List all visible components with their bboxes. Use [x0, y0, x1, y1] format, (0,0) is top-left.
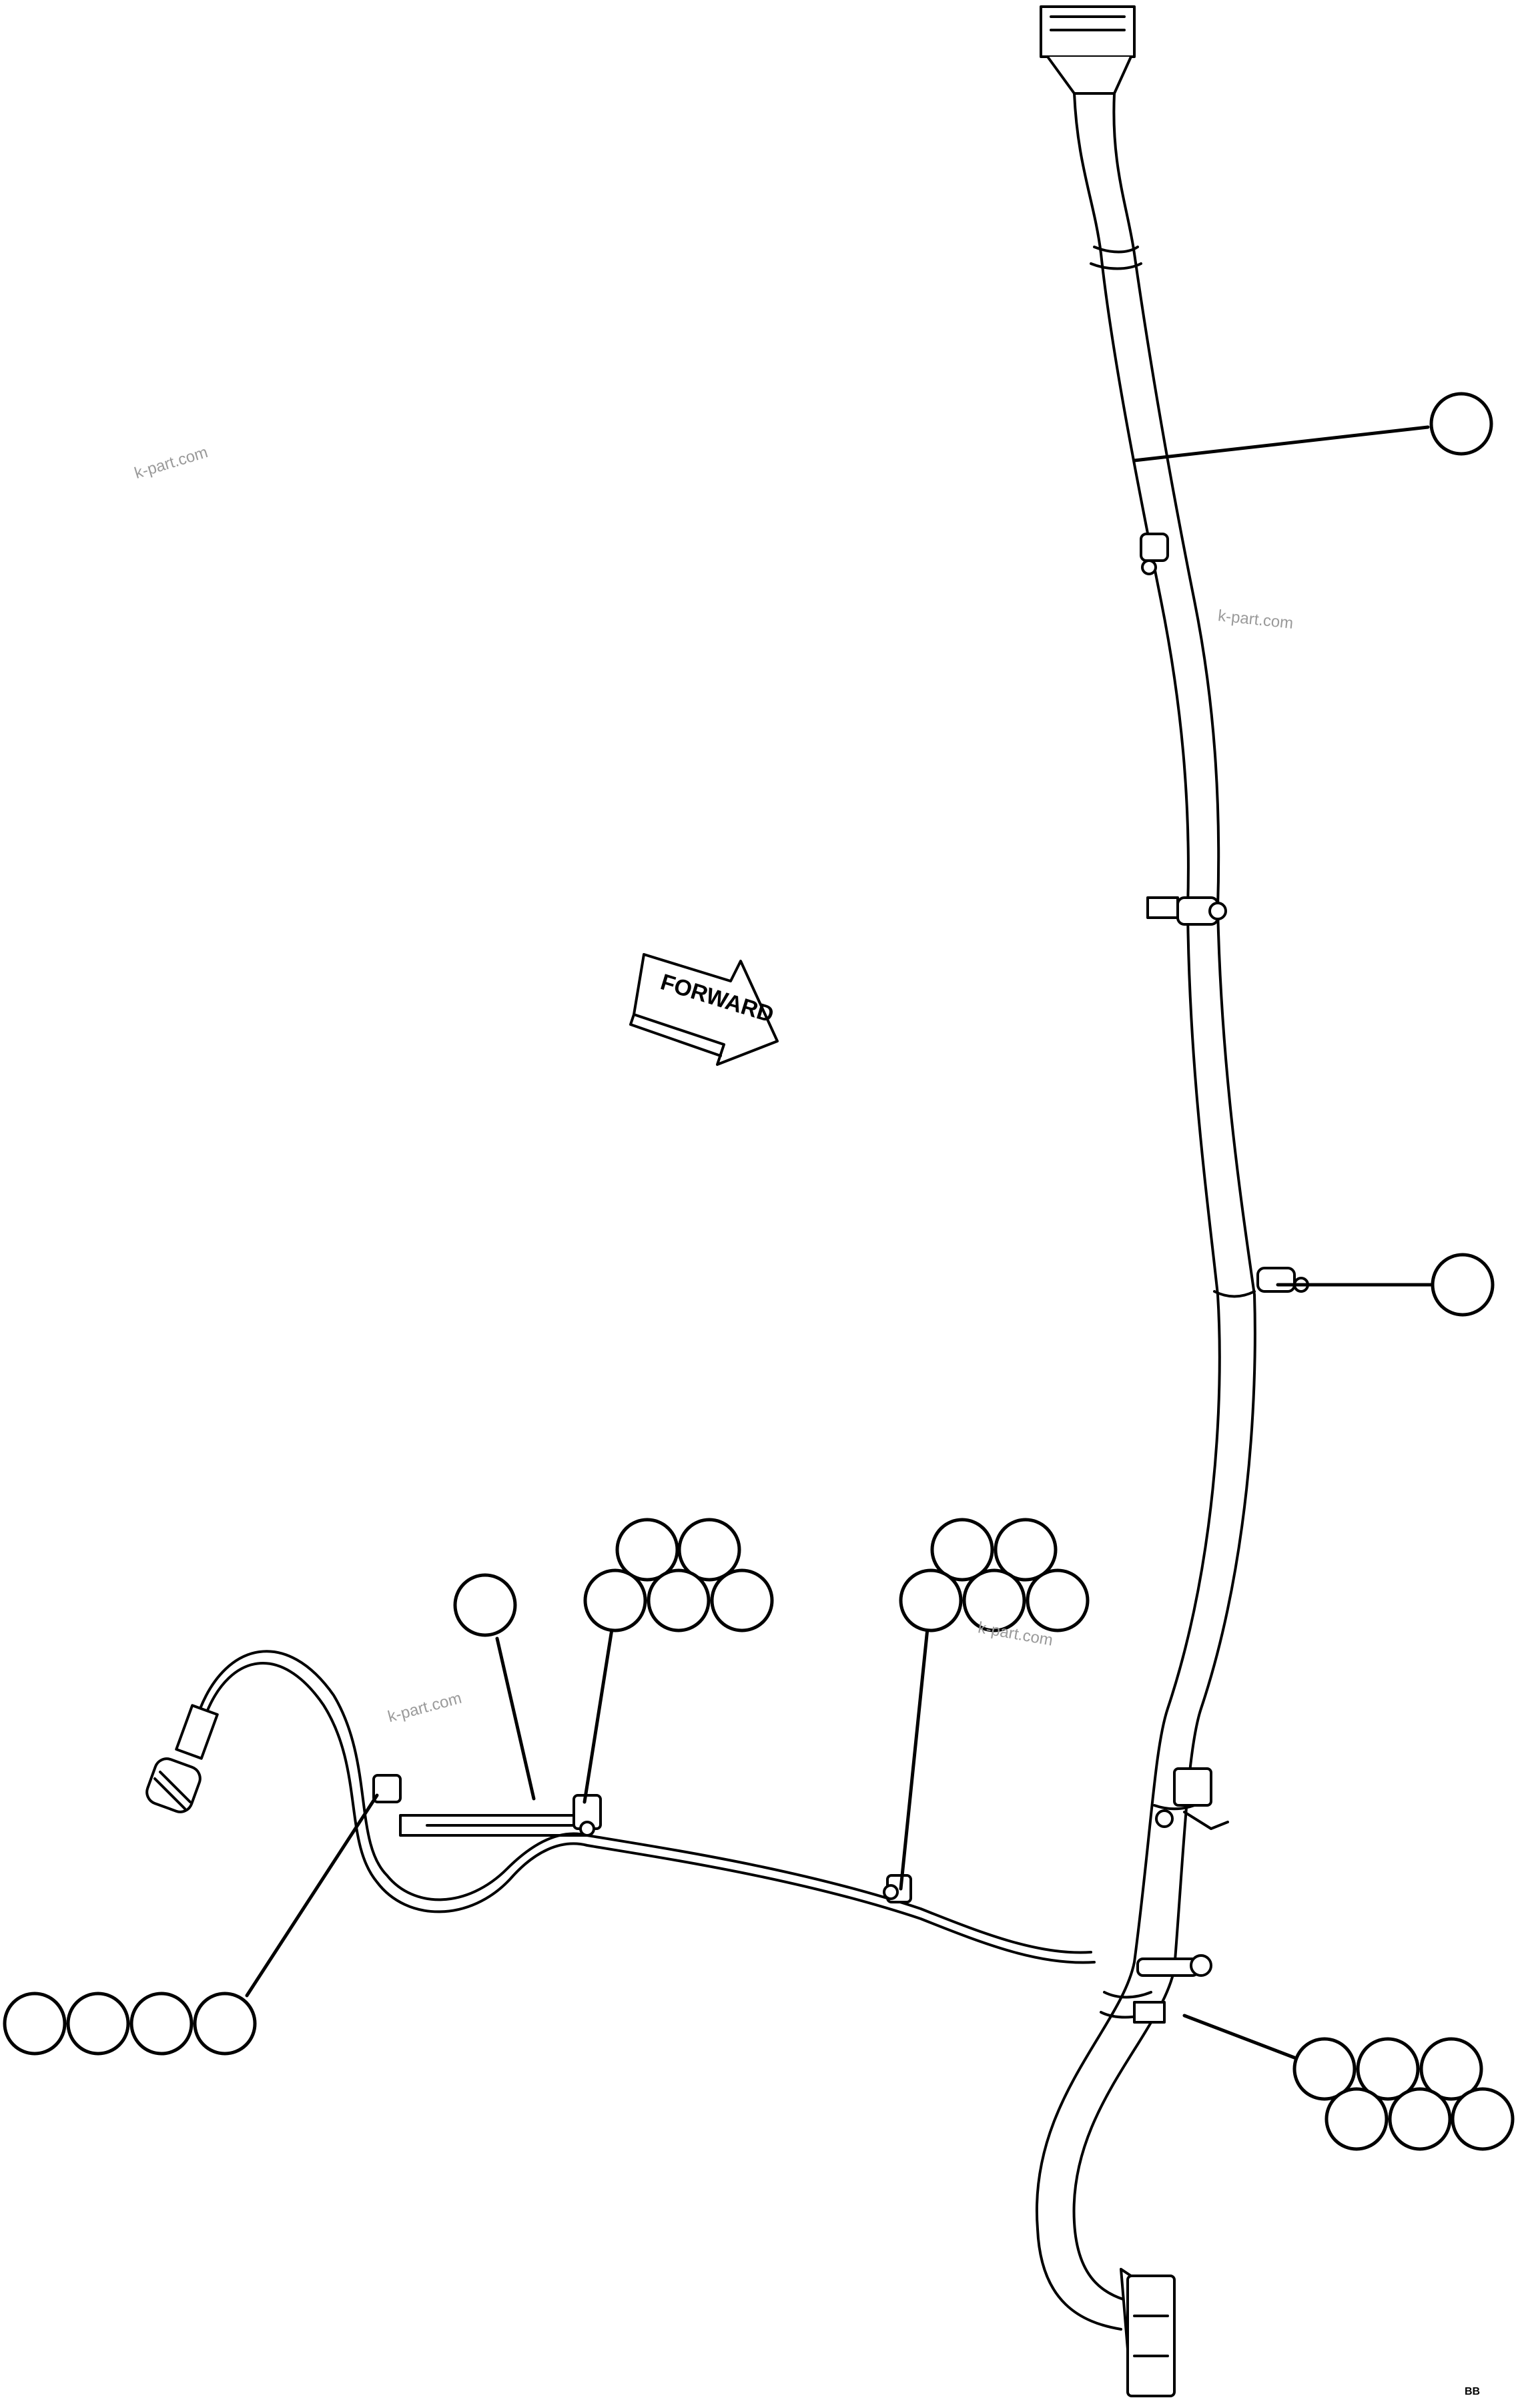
main-harness-trunk [1035, 92, 1256, 2331]
callout-bubble [930, 1518, 994, 1582]
callout-circles [3, 392, 1515, 2151]
top-connector [1040, 5, 1136, 95]
harness-clamps [1133, 533, 1309, 2024]
forward-arrow [629, 953, 779, 1066]
callout-bubble [1429, 392, 1493, 456]
callout-bubble [66, 1992, 130, 2056]
callout-bubble [1324, 2087, 1389, 2151]
callout-bubble [647, 1568, 711, 1632]
callout-bubble [453, 1573, 517, 1637]
callout-bubble [1451, 2087, 1515, 2151]
callout-bubble [1419, 2037, 1483, 2101]
bottom-connector [1120, 2268, 1176, 2397]
callout-bubble [994, 1518, 1058, 1582]
callout-bubble [615, 1518, 679, 1582]
callout-bubble [899, 1568, 963, 1632]
callout-bubble [677, 1518, 741, 1582]
callout-bubble [1356, 2037, 1420, 2101]
callout-bubble [583, 1568, 647, 1632]
callout-bubble [1026, 1568, 1090, 1632]
callout-bubble [1388, 2087, 1452, 2151]
harness-bands [1090, 246, 1256, 2019]
callout-bubble [129, 1992, 194, 2056]
corner-code: BB [1465, 2386, 1481, 2397]
callout-bubble [193, 1992, 257, 2056]
callout-bubble [1292, 2037, 1357, 2101]
branch-clamps [372, 1774, 912, 1903]
branch-harness [199, 1650, 1096, 1964]
callout-bubble [3, 1992, 67, 2056]
callout-bubble [962, 1568, 1026, 1632]
callout-leaders [245, 425, 1437, 2061]
callout-bubble [710, 1568, 774, 1632]
callout-bubble [1431, 1253, 1495, 1317]
round-connector [145, 1704, 219, 1813]
